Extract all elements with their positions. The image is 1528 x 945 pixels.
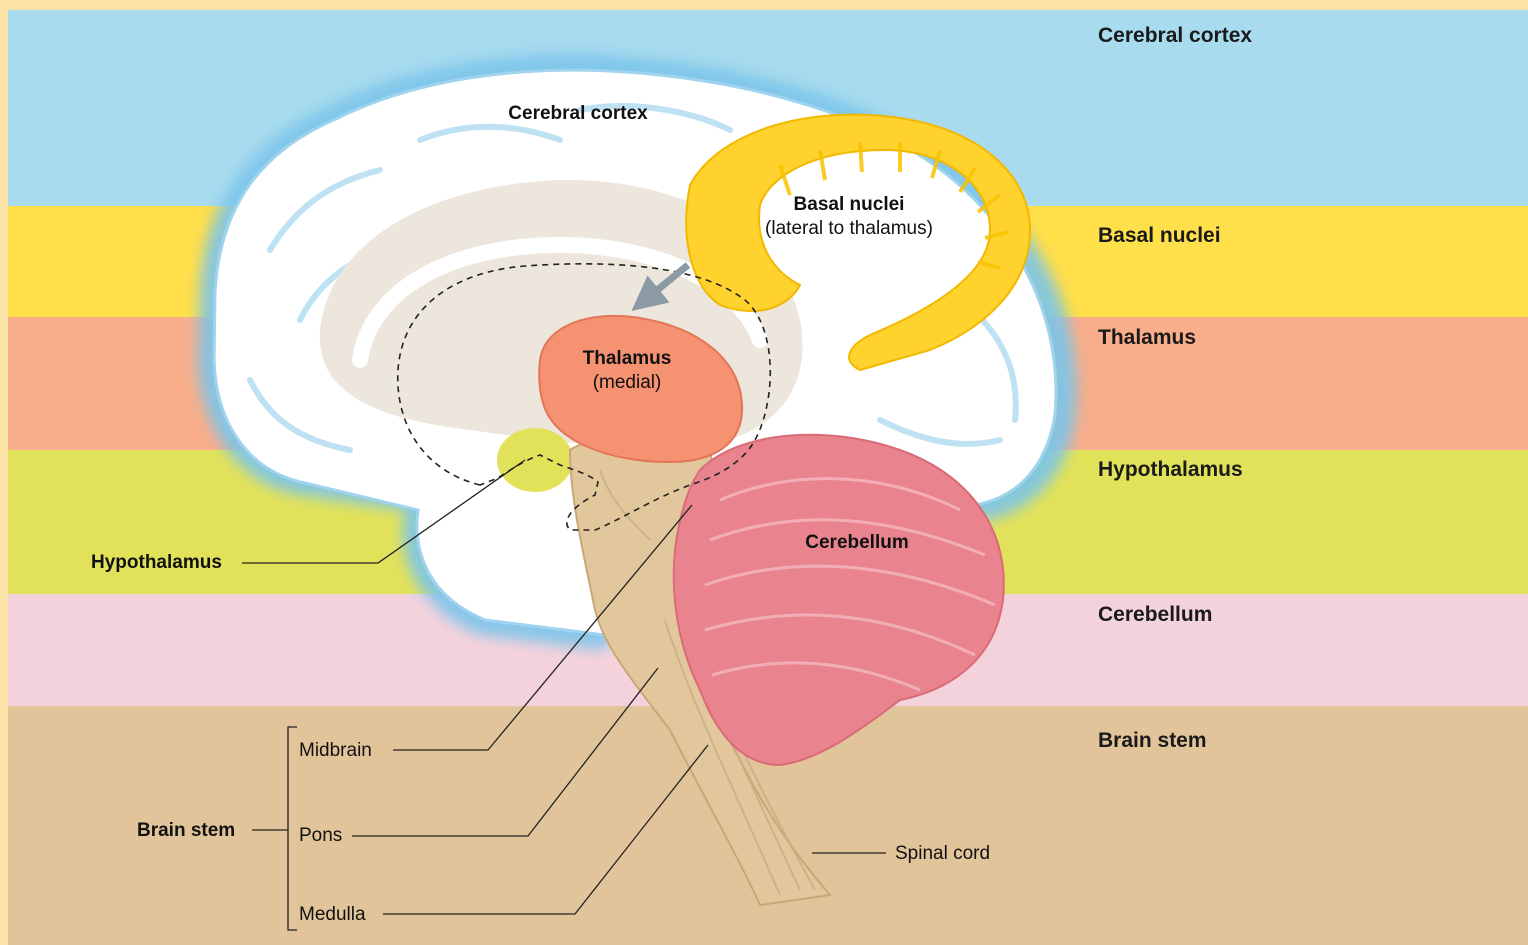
label-basal-nuclei-note: (lateral to thalamus) (765, 218, 933, 240)
leader-pons (352, 668, 658, 836)
label-basal-nuclei: Basal nuclei (794, 194, 905, 216)
label-cerebral-cortex: Cerebral cortex (508, 103, 647, 125)
label-medulla: Medulla (299, 904, 366, 926)
label-spinal-cord: Spinal cord (895, 843, 990, 865)
label-midbrain: Midbrain (299, 740, 372, 762)
label-cerebellum: Cerebellum (805, 532, 908, 554)
hypothalamus-shape (497, 428, 573, 492)
legend-basal-nuclei: Basal nuclei (1098, 224, 1221, 248)
label-hypothalamus: Hypothalamus (91, 552, 222, 574)
legend-cerebellum: Cerebellum (1098, 603, 1212, 627)
legend-thalamus: Thalamus (1098, 326, 1196, 350)
leader-medulla (383, 745, 708, 914)
label-thalamus-note: (medial) (593, 372, 662, 394)
legend-brain-stem: Brain stem (1098, 729, 1207, 753)
cerebellum-shape (674, 435, 1004, 765)
legend-hypothalamus: Hypothalamus (1098, 458, 1243, 482)
label-thalamus: Thalamus (583, 348, 672, 370)
brain-stem-bracket (288, 727, 297, 930)
label-brain-stem: Brain stem (137, 820, 235, 842)
legend-cerebral-cortex: Cerebral cortex (1098, 24, 1252, 48)
label-pons: Pons (299, 825, 342, 847)
